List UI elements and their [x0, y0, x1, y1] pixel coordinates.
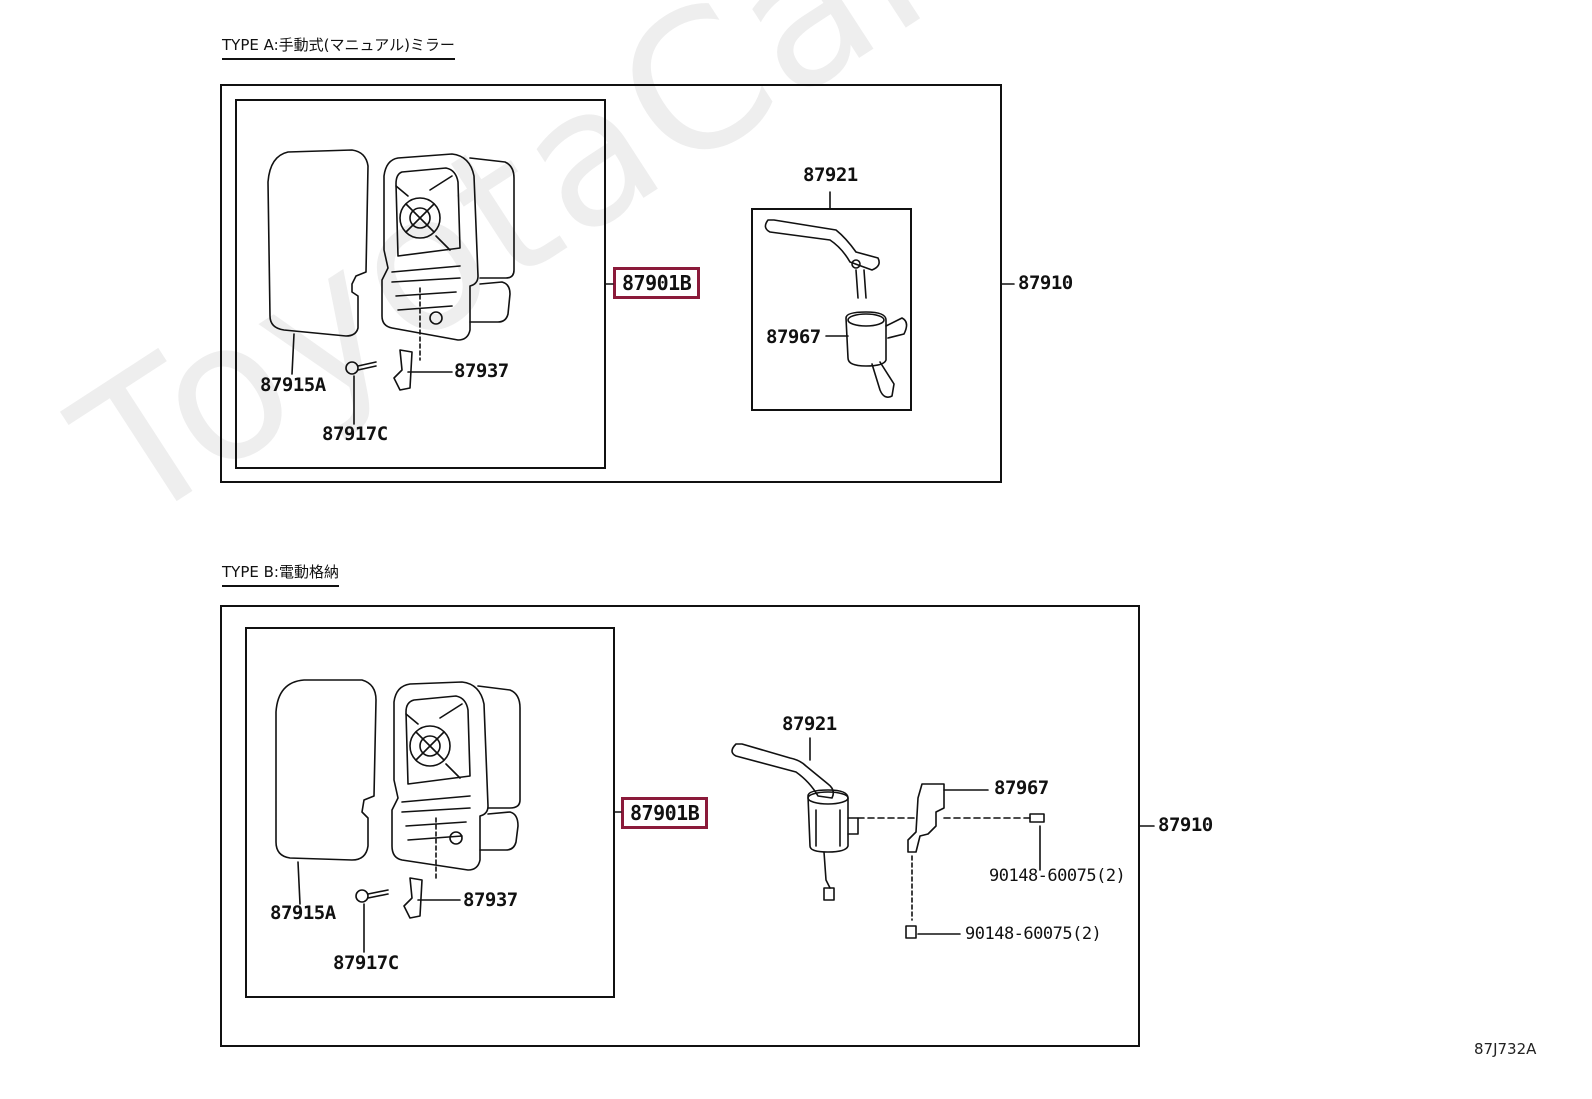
- type-a-part-glass-label[interactable]: 87915A: [260, 374, 326, 396]
- type-a-part-assembly-label[interactable]: 87910: [1018, 272, 1073, 294]
- type-b-part-clip-label[interactable]: 87937: [463, 889, 518, 911]
- type-b-part-bracket-label[interactable]: 87967: [994, 777, 1049, 799]
- type-b-title: TYPE B:電動格納: [222, 561, 339, 587]
- type-b-part-bolt-upper-label[interactable]: 90148-60075(2): [989, 866, 1126, 886]
- type-a-part-rod-label[interactable]: 87921: [803, 164, 858, 186]
- type-b-part-assembly-label[interactable]: 87910: [1158, 814, 1213, 836]
- type-b-part-glass-label[interactable]: 87915A: [270, 902, 336, 924]
- type-b-motor-drawing: [731, 737, 919, 901]
- type-a-mirror-frame: [235, 99, 606, 469]
- type-b-part-rod-label[interactable]: 87921: [782, 713, 837, 735]
- type-b-mirror-glass-drawing: [275, 679, 377, 861]
- type-a-rod-drawing: [764, 191, 908, 398]
- type-b-part-screw-label[interactable]: 87917C: [333, 952, 399, 974]
- type-b-screw-clip-drawing: [297, 861, 461, 953]
- type-a-screw-clip-drawing: [291, 333, 453, 425]
- type-b-part-bolt-lower-label[interactable]: 90148-60075(2): [965, 924, 1102, 944]
- type-b-part-87901b-highlight[interactable]: 87901B: [621, 797, 709, 829]
- type-b-bracket-drawing: [905, 783, 1045, 939]
- type-a-part-bracket-label[interactable]: 87967: [766, 326, 821, 348]
- type-b-outer-frame: [220, 605, 1140, 1047]
- type-a-part-screw-label[interactable]: 87917C: [322, 423, 388, 445]
- type-b-mirror-housing-drawing: [391, 681, 521, 881]
- type-a-mirror-housing-drawing: [381, 153, 515, 361]
- type-a-title: TYPE A:手動式(マニュアル)ミラー: [222, 34, 455, 60]
- type-b-mirror-frame: [245, 627, 615, 998]
- type-a-part-87901b-highlight[interactable]: 87901B: [613, 267, 701, 299]
- type-a-rod-frame: [751, 208, 912, 411]
- type-a-part-clip-label[interactable]: 87937: [454, 360, 509, 382]
- type-a-outer-frame: [220, 84, 1002, 483]
- figure-id: 87J732A: [1474, 1040, 1537, 1058]
- type-a-mirror-glass-drawing: [267, 149, 369, 337]
